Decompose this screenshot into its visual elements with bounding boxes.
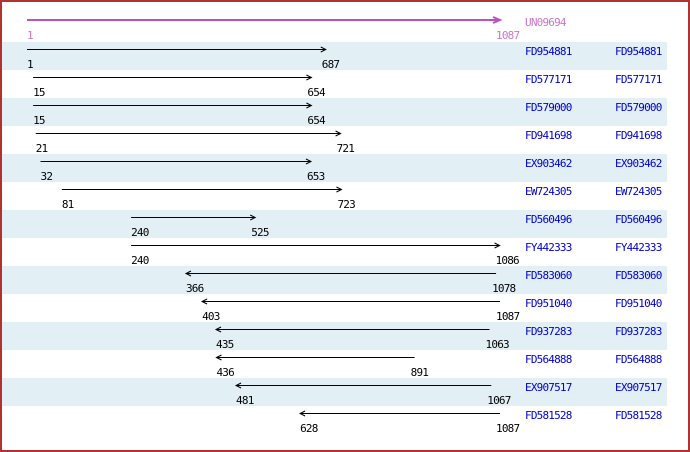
- reference-row: 1 1087 UN09694: [2, 2, 688, 42]
- accession-link-secondary[interactable]: FD564888: [615, 353, 662, 366]
- match-arrow: [33, 74, 313, 81]
- match-arrow: [214, 326, 490, 333]
- reference-start-coordinate: 1: [27, 29, 34, 42]
- match-arrow: [131, 242, 501, 249]
- accession-link-primary[interactable]: FD954881: [525, 45, 572, 58]
- match-start-coordinate: 15: [33, 114, 45, 127]
- match-end-coordinate: 891: [410, 366, 429, 379]
- alignment-row: 240 1086 FY442333 FY442333: [2, 238, 688, 266]
- match-arrow: [27, 46, 327, 53]
- accession-link-primary[interactable]: FD579000: [525, 101, 572, 114]
- match-arrow: [33, 102, 313, 109]
- alignment-row: 628 1087 FD581528 FD581528: [2, 406, 688, 434]
- alignment-row: 435 1063 FD937283 FD937283: [2, 322, 667, 350]
- accession-link-secondary[interactable]: FD581528: [615, 409, 662, 422]
- match-end-coordinate: 1067: [487, 394, 511, 407]
- match-start-coordinate: 481: [236, 394, 254, 407]
- accession-link-secondary[interactable]: EX907517: [615, 381, 662, 394]
- accession-link-secondary[interactable]: FD941698: [615, 129, 662, 142]
- accession-link-primary[interactable]: FY442333: [525, 241, 572, 254]
- match-start-coordinate: 240: [131, 226, 149, 239]
- match-end-coordinate: 654: [307, 114, 325, 127]
- reference-end-coordinate: 1087: [496, 29, 520, 42]
- match-end-coordinate: 723: [337, 198, 355, 211]
- alignment-row: 21 721 FD941698 FD941698: [2, 126, 688, 154]
- accession-link-secondary[interactable]: FD951040: [615, 297, 662, 310]
- match-end-coordinate: 1063: [485, 338, 510, 351]
- alignment-row: 366 1078 FD583060 FD583060: [2, 266, 667, 294]
- reference-id-link[interactable]: UN09694: [525, 16, 567, 29]
- match-start-coordinate: 403: [202, 310, 220, 323]
- accession-link-secondary[interactable]: FD583060: [615, 269, 662, 282]
- match-arrow: [35, 130, 342, 137]
- alignment-row: 32 653 EX903462 EX903462: [2, 154, 667, 182]
- match-end-coordinate: 1078: [492, 282, 516, 295]
- accession-link-primary[interactable]: FD581528: [525, 409, 572, 422]
- accession-link-secondary[interactable]: FD560496: [615, 213, 662, 226]
- accession-link-primary[interactable]: EX907517: [525, 381, 572, 394]
- accession-link-primary[interactable]: EW724305: [525, 185, 572, 198]
- accession-link-secondary[interactable]: FD579000: [615, 101, 662, 114]
- alignment-row: 240 525 FD560496 FD560496: [2, 210, 667, 238]
- match-arrow: [215, 354, 415, 361]
- alignment-row: 81 723 EW724305 EW724305: [2, 182, 688, 210]
- match-arrow: [200, 298, 500, 305]
- accession-link-secondary[interactable]: EX903462: [615, 157, 662, 170]
- match-end-coordinate: 525: [251, 226, 269, 239]
- match-arrow: [234, 382, 492, 389]
- accession-link-primary[interactable]: FD560496: [525, 213, 572, 226]
- match-start-coordinate: 15: [33, 86, 45, 99]
- match-start-coordinate: 32: [40, 170, 53, 183]
- match-start-coordinate: 81: [61, 198, 74, 211]
- accession-link-secondary[interactable]: FD954881: [615, 45, 662, 58]
- accession-link-primary[interactable]: EX903462: [525, 157, 572, 170]
- match-arrow: [61, 186, 343, 193]
- match-arrow: [298, 410, 500, 417]
- alignment-row: 1 687 FD954881 FD954881: [2, 42, 667, 70]
- match-end-coordinate: 654: [307, 86, 325, 99]
- match-arrow: [40, 158, 313, 165]
- accession-link-secondary[interactable]: EW724305: [615, 185, 662, 198]
- match-arrow: [131, 214, 257, 221]
- match-arrow: [184, 270, 497, 277]
- match-end-coordinate: 1086: [495, 254, 520, 267]
- match-end-coordinate: 687: [321, 58, 340, 71]
- match-start-coordinate: 436: [216, 366, 234, 379]
- alignment-row: 436 891 FD564888 FD564888: [2, 350, 688, 378]
- alignment-row: 481 1067 EX907517 EX907517: [2, 378, 667, 406]
- match-start-coordinate: 628: [300, 422, 318, 435]
- accession-link-primary[interactable]: FD583060: [525, 269, 572, 282]
- match-start-coordinate: 21: [35, 142, 48, 155]
- match-end-coordinate: 1087: [496, 310, 520, 323]
- alignment-row: 15 654 FD577171 FD577171: [2, 70, 688, 98]
- accession-link-primary[interactable]: FD577171: [525, 73, 572, 86]
- accession-link-secondary[interactable]: FD937283: [615, 325, 662, 338]
- alignment-row: 403 1087 FD951040 FD951040: [2, 294, 688, 322]
- accession-link-primary[interactable]: FD951040: [525, 297, 572, 310]
- match-start-coordinate: 435: [216, 338, 234, 351]
- match-start-coordinate: 240: [131, 254, 149, 267]
- match-start-coordinate: 366: [185, 282, 204, 295]
- accession-link-primary[interactable]: FD941698: [525, 129, 572, 142]
- accession-link-secondary[interactable]: FY442333: [615, 241, 662, 254]
- match-end-coordinate: 1087: [496, 422, 520, 435]
- match-start-coordinate: 1: [27, 58, 34, 71]
- accession-link-secondary[interactable]: FD577171: [615, 73, 662, 86]
- reference-arrow: [27, 16, 503, 24]
- accession-link-primary[interactable]: FD564888: [525, 353, 572, 366]
- accession-link-primary[interactable]: FD937283: [525, 325, 572, 338]
- alignment-rows: 1 687 FD954881 FD954881 15 654 FD577171 …: [2, 42, 688, 434]
- match-end-coordinate: 653: [306, 170, 325, 183]
- match-end-coordinate: 721: [336, 142, 355, 155]
- alignment-row: 15 654 FD579000 FD579000: [2, 98, 667, 126]
